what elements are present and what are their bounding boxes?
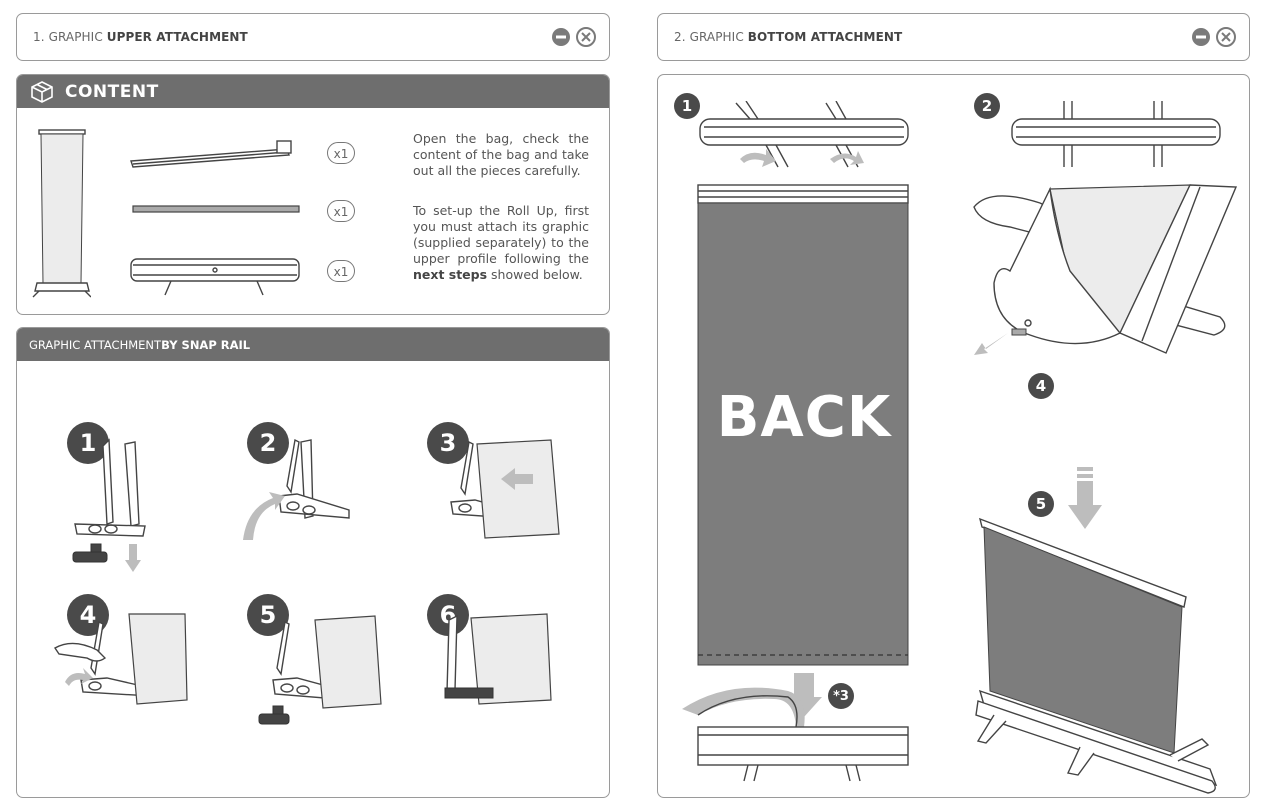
base-feet-vertical-illustration [1011, 101, 1221, 167]
snap-step-6-illustration [444, 613, 552, 705]
content-instructions-2: To set-up the Roll Up, first you must at… [413, 203, 589, 283]
rollup-stand-illustration [32, 129, 91, 298]
back-label: BACK [716, 385, 892, 450]
title-bold: UPPER ATTACHMENT [106, 30, 248, 44]
content-instructions-1: Open the bag, check the content of the b… [413, 131, 589, 178]
content-title: CONTENT [65, 81, 159, 102]
base-piece [130, 258, 300, 296]
content-panel: CONTENT x1 x1 x1 Open the bag, check the… [16, 74, 610, 315]
graphic-back-illustration [697, 184, 909, 666]
minimize-icon[interactable] [1191, 27, 1211, 47]
upper-attachment-header: 1. GRAPHIC UPPER ATTACHMENT [16, 13, 610, 61]
down-arrow-icon [1068, 467, 1102, 529]
upper-attachment-title: 1. GRAPHIC UPPER ATTACHMENT [33, 30, 248, 44]
snap-rail-panel: GRAPHIC ATTACHMENT BY SNAP RAIL 1 2 3 4 [16, 327, 610, 798]
quantity-badge: x1 [327, 200, 355, 222]
step-badge: *3 [828, 683, 854, 709]
snap-step-1-illustration [72, 438, 146, 572]
step-badge: 4 [1028, 373, 1054, 399]
snap-step-3-illustration [450, 439, 560, 539]
quantity-badge: x1 [327, 142, 355, 164]
close-icon[interactable] [575, 26, 597, 48]
snap-step-4-illustration [53, 613, 188, 705]
bottom-attachment-panel: 1 BACK *3 2 [657, 74, 1250, 798]
step-badge: 2 [247, 422, 289, 464]
snap-title-prefix: GRAPHIC ATTACHMENT [29, 337, 162, 352]
bottom-attachment-header: 2. GRAPHIC BOTTOM ATTACHMENT [657, 13, 1250, 61]
title-prefix: 2. GRAPHIC [674, 30, 748, 44]
step-badge: 1 [67, 422, 109, 464]
bottom-attachment-title: 2. GRAPHIC BOTTOM ATTACHMENT [674, 30, 902, 44]
close-icon[interactable] [1215, 26, 1237, 48]
step-badge: 5 [1028, 491, 1054, 517]
quantity-badge: x1 [327, 260, 355, 282]
bar-piece [132, 205, 300, 213]
snap-step-2-illustration [243, 438, 350, 540]
title-bold: BOTTOM ATTACHMENT [747, 30, 903, 44]
base-feet-illustration [699, 101, 909, 168]
instructions-bold: next steps [413, 267, 488, 282]
assembled-rollup-illustration [975, 517, 1218, 794]
minimize-icon[interactable] [551, 27, 571, 47]
title-prefix: 1. GRAPHIC [33, 30, 107, 44]
upper-profile-piece [130, 140, 292, 168]
base-perspective-illustration [973, 184, 1238, 355]
snap-title-bold: BY SNAP RAIL [161, 337, 251, 352]
box-icon [31, 80, 53, 103]
content-band: CONTENT [17, 75, 609, 108]
instructions-text: To set-up the Roll Up, first you must at… [413, 203, 589, 266]
step-badge: 5 [247, 594, 289, 636]
instructions-text: showed below. [487, 267, 583, 282]
step-badge: 1 [674, 93, 700, 119]
base-insert-illustration [682, 687, 909, 782]
step-badge: 6 [427, 594, 469, 636]
step-badge: 3 [427, 422, 469, 464]
snap-step-5-illustration [258, 615, 382, 725]
snap-rail-band: GRAPHIC ATTACHMENT BY SNAP RAIL [17, 328, 609, 361]
step-badge: 2 [974, 93, 1000, 119]
